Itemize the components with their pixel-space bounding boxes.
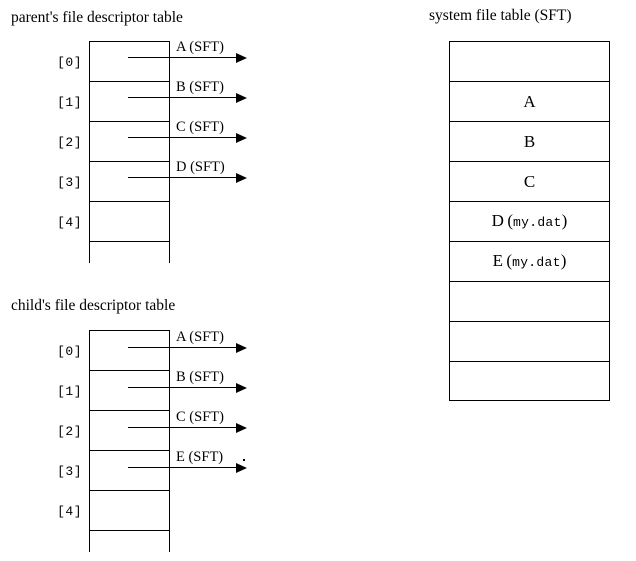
fd-row: [4] [57, 201, 170, 241]
pointer-arrowhead [236, 422, 247, 433]
fd-row: [3] [57, 450, 170, 490]
parent-pointer-label-3: D (SFT) [176, 159, 225, 175]
parent-pointer-label-0: A (SFT) [176, 39, 224, 55]
fd-index-label: [2] [57, 424, 82, 439]
sft-row: E (my.dat) [449, 241, 610, 281]
fd-row: [1] [57, 81, 170, 121]
sft-entry-label: D (my.dat) [491, 211, 568, 230]
fd-row: [3] [57, 161, 170, 201]
fd-row: [0] [57, 330, 170, 370]
sft-entry-label: B [523, 132, 536, 151]
parent-pointer-label-1: B (SFT) [176, 79, 224, 95]
fd-row: [2] [57, 410, 170, 450]
pointer-arrowhead [236, 172, 247, 183]
child-pointer-label-2: C (SFT) [176, 409, 224, 425]
fd-row: [2] [57, 121, 170, 161]
pointer-arrowhead [236, 52, 247, 63]
sft-row [449, 41, 610, 81]
sft-entry-label: C [523, 172, 536, 191]
child-pointer-label-1: B (SFT) [176, 369, 224, 385]
fd-index-label: [3] [57, 464, 82, 479]
child-pointer-label-3: E (SFT) [176, 449, 224, 465]
sft-file-name: my.dat [513, 215, 562, 230]
fd-index-label: [0] [57, 344, 82, 359]
fd-index-label: [0] [57, 55, 82, 70]
sft-row: B [449, 121, 610, 161]
fd-row: [0] [57, 41, 170, 81]
sft-row: C [449, 161, 610, 201]
parent-table-title: parent's file descriptor table [11, 9, 183, 26]
fd-table-open-tail [89, 241, 170, 263]
fd-index-label: [1] [57, 384, 82, 399]
system-file-table: A B C D (my.dat) E (my.dat) [449, 41, 610, 401]
fd-index-label: [3] [57, 175, 82, 190]
fd-index-label: [4] [57, 504, 82, 519]
pointer-arrowhead [236, 462, 247, 473]
sft-entry-label: A [523, 92, 536, 111]
sft-row: D (my.dat) [449, 201, 610, 241]
sft-row [449, 321, 610, 361]
pointer-arrowhead [236, 342, 247, 353]
pointer-arrowhead [236, 132, 247, 143]
child-pointer-label-0: A (SFT) [176, 329, 224, 345]
sft-row: A [449, 81, 610, 121]
fd-row: [4] [57, 490, 170, 530]
sft-row [449, 361, 610, 401]
sft-entry-label: E (my.dat) [492, 251, 567, 270]
pointer-arrowhead [236, 382, 247, 393]
sft-file-name: my.dat [512, 255, 561, 270]
fd-table-open-tail [89, 530, 170, 552]
fd-index-label: [2] [57, 135, 82, 150]
fd-index-label: [4] [57, 215, 82, 230]
fd-index-label: [1] [57, 95, 82, 110]
system-file-table-title: system file table (SFT) [429, 7, 572, 24]
sft-row [449, 281, 610, 321]
parent-pointer-label-2: C (SFT) [176, 119, 224, 135]
ink-speck [243, 459, 245, 461]
pointer-arrowhead [236, 92, 247, 103]
fd-row: [1] [57, 370, 170, 410]
child-table-title: child's file descriptor table [11, 297, 176, 314]
